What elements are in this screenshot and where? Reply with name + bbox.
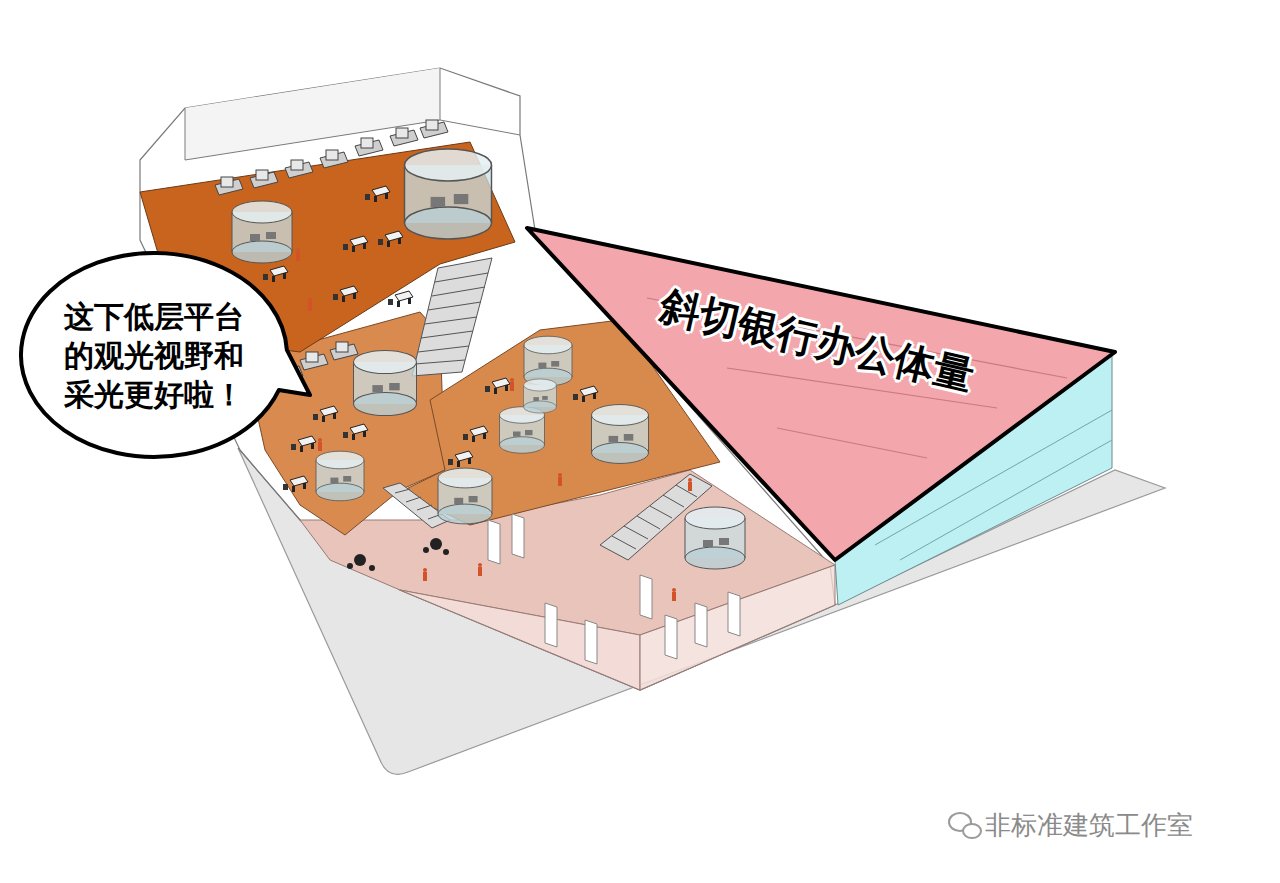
- floor-line: [777, 428, 927, 458]
- watermark-icon: [949, 813, 981, 838]
- watermark: 非标准建筑工作室: [985, 808, 1193, 843]
- speech-bubble: 这下低层平台 的观光视野和 采光更好啦！: [18, 250, 290, 460]
- bubble-outline: [21, 253, 310, 457]
- sliced-volume: 斜切银行办公体量: [527, 228, 1117, 562]
- bubble-text: 这下低层平台 的观光视野和 采光更好啦！: [58, 297, 250, 414]
- pink-triangle: [527, 228, 1115, 560]
- triangle-shape: [527, 228, 1117, 562]
